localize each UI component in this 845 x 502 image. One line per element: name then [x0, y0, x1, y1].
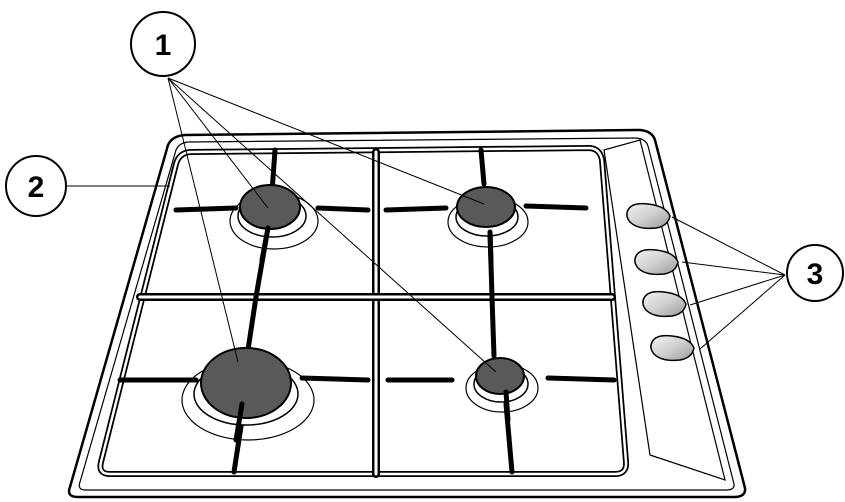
burner-cap — [475, 357, 525, 395]
callout-2: 2 — [5, 155, 67, 217]
control-knob[interactable] — [650, 334, 695, 362]
leader-line-3 — [699, 274, 786, 350]
prong — [523, 203, 589, 211]
prong — [259, 225, 271, 263]
prong — [487, 229, 494, 265]
control-knobs — [626, 202, 695, 362]
prong — [545, 375, 617, 383]
pan-support-outer-frame — [97, 145, 630, 477]
prong — [173, 205, 239, 213]
leader-line-3 — [681, 261, 786, 276]
callout-3: 3 — [786, 244, 844, 302]
burner-bottom-left — [181, 347, 315, 441]
leader-lines — [66, 77, 786, 373]
callout-3-label: 3 — [807, 258, 824, 291]
prong — [478, 147, 487, 187]
pan-support-outer-frame-inner — [99, 146, 628, 476]
burner-cap — [200, 347, 292, 419]
prong — [233, 401, 245, 443]
prong — [231, 417, 245, 475]
prong — [383, 205, 449, 213]
control-knob[interactable] — [634, 248, 679, 276]
prong — [503, 389, 511, 423]
callout-1-label: 1 — [155, 29, 172, 62]
pan-supports — [97, 145, 630, 478]
leader-line-1 — [167, 77, 269, 209]
burner-cap — [456, 186, 516, 228]
control-knob[interactable] — [626, 202, 671, 230]
leader-line-1 — [167, 77, 485, 205]
burner-cap — [239, 184, 301, 230]
leader-line-1 — [167, 77, 239, 363]
leader-line-3 — [689, 274, 786, 306]
leader-line-1 — [167, 77, 497, 373]
prong — [489, 294, 497, 359]
burner-top-right — [447, 186, 529, 248]
hob-bevel-edge — [78, 137, 735, 491]
burner-top-left — [229, 184, 319, 250]
front-prongs — [233, 225, 511, 443]
callout-1: 1 — [130, 11, 196, 77]
prong — [299, 375, 371, 383]
prong — [245, 294, 259, 353]
burner-bottom-right — [465, 357, 539, 413]
leader-line-3 — [671, 216, 786, 276]
hob-body — [67, 128, 747, 499]
control-knob[interactable] — [642, 290, 687, 318]
callout-2-label: 2 — [28, 171, 45, 204]
control-panel — [603, 139, 726, 481]
hob-outer-edge — [67, 128, 747, 499]
prong — [315, 205, 371, 213]
burners — [181, 184, 539, 441]
